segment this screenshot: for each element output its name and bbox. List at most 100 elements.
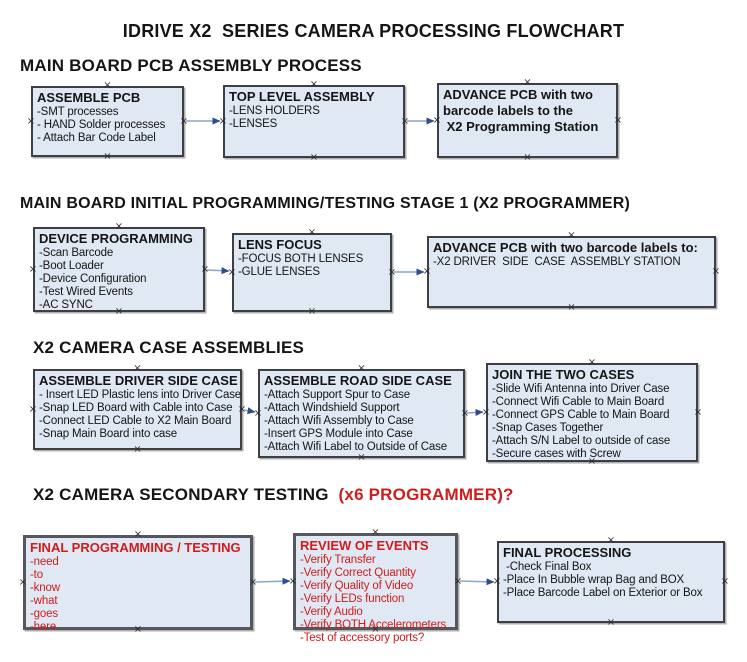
box-item: -Slide Wifi Antenna into Driver Case — [492, 383, 670, 395]
connection-point-icon: × — [248, 576, 258, 588]
box-item: -Attach Wifi Label to Outside of Case — [264, 441, 448, 453]
box-title: ASSEMBLE DRIVER SIDE CASE — [39, 373, 238, 388]
box-item: -X2 DRIVER SIDE CASE ASSEMBLY STATION — [433, 256, 681, 268]
connection-point-icon: × — [309, 79, 319, 90]
box-item: -Verify LEDs function — [300, 593, 405, 605]
box-item: -need — [30, 556, 59, 568]
x2-camera-secondary-testing-heading: X2 CAMERA SECONDARY TESTING (x6 PROGRAMM… — [33, 485, 514, 505]
box-item: -Connect Wifi Cable to Main Board — [492, 396, 665, 408]
box-title: FINAL PROCESSING — [503, 545, 632, 560]
box-item: -Test of accessory ports? — [300, 632, 425, 644]
box-item: -Snap Cases Together — [492, 422, 604, 434]
connection-point-icon: × — [432, 114, 442, 126]
box-title-line: ADVANCE PCB with two — [443, 87, 593, 102]
connection-point-icon: × — [114, 306, 124, 317]
x2-camera-case-assemblies-heading: X2 CAMERA CASE ASSEMBLIES — [33, 338, 304, 358]
box-item: -Verify Quality of Video — [300, 580, 414, 592]
connection-point-icon: × — [307, 306, 317, 317]
connection-point-icon: × — [357, 363, 366, 374]
box-item: -Snap Main Board into case — [39, 428, 178, 440]
box-item: -Verify Correct Quantity — [300, 567, 416, 579]
box-item: -Connect LED Cable to X2 Main Board — [39, 415, 232, 427]
review-of-events-box[interactable]: REVIEW OF EVENTS-Verify Transfer-Verify … — [293, 533, 458, 644]
lens-focus-box[interactable]: LENS FOCUS-FOCUS BOTH LENSES-GLUE LENSES — [232, 233, 392, 312]
final-processing-box[interactable]: FINAL PROCESSING -Check Final Box-Place … — [497, 541, 725, 623]
main-board-pcb-assembly-heading: MAIN BOARD PCB ASSEMBLY PROCESS — [20, 56, 362, 76]
connection-point-icon: × — [606, 535, 616, 546]
box-item: - Insert LED Plastic lens into Driver Ca… — [39, 389, 242, 401]
connection-point-icon: × — [114, 221, 124, 232]
connection-point-icon: × — [453, 575, 463, 587]
box-item: -Device Configuration — [39, 273, 147, 285]
connector-arrow — [206, 267, 230, 275]
connection-point-icon: × — [133, 444, 142, 455]
connection-point-icon: × — [460, 407, 470, 419]
box-item: - HAND Solder processes — [37, 119, 166, 131]
box-item: -Place In Bubble wrap Bag and BOX — [503, 574, 685, 586]
connection-point-icon: × — [523, 77, 532, 88]
box-item: -Connect GPS Cable to Main Board — [492, 409, 670, 421]
box-title: JOIN THE TWO CASES — [492, 367, 635, 382]
box-item: -Verify BOTH Accelerometers — [300, 619, 447, 631]
box-item: -Test Wired Events — [39, 286, 133, 298]
box-title: FINAL PROGRAMMING / TESTING — [30, 540, 241, 555]
connection-point-icon: × — [711, 266, 721, 277]
section-heading-text: (x6 PROGRAMMER)? — [333, 485, 514, 504]
connection-point-icon: × — [587, 357, 597, 368]
connection-point-icon: × — [133, 624, 143, 635]
box-item: -Boot Loader — [39, 260, 104, 272]
box-item: -Attach S/N Label to outside of case — [492, 435, 671, 447]
box-item: -Insert GPS Module into Case — [264, 428, 413, 440]
box-item: -to — [30, 569, 43, 581]
box-item: -Scan Barcode — [39, 247, 114, 259]
assemble-driver-side-case-box[interactable]: ASSEMBLE DRIVER SIDE CASE- Insert LED Pl… — [33, 369, 242, 450]
box-item: - Attach Bar Code Label — [37, 132, 156, 144]
advance-pcb-to-driver-side-case-box[interactable]: ADVANCE PCB with two barcode labels to:-… — [427, 236, 716, 308]
connection-point-icon: × — [606, 617, 616, 628]
final-programming-testing-box[interactable]: FINAL PROGRAMMING / TESTING-need-to-know… — [23, 535, 253, 633]
connection-point-icon: × — [492, 576, 502, 587]
box-item: -Verify Audio — [300, 606, 363, 618]
connection-point-icon: × — [371, 624, 380, 635]
box-item: -GLUE LENSES — [238, 266, 320, 278]
join-the-two-cases-box[interactable]: JOIN THE TWO CASES-Slide Wifi Antenna in… — [486, 363, 698, 462]
box-item: -goes — [30, 608, 59, 620]
box-title: TOP LEVEL ASSEMBLY — [229, 89, 375, 104]
box-title: ASSEMBLE PCB — [37, 90, 141, 105]
assemble-road-side-case-box[interactable]: ASSEMBLE ROAD SIDE CASE-Attach Support S… — [258, 369, 465, 458]
connection-point-icon: × — [387, 266, 397, 278]
box-item: -Attach Wifi Assembly to Case — [264, 415, 414, 427]
box-title: ADVANCE PCB with two barcode labels to: — [433, 240, 698, 255]
connection-point-icon: × — [179, 115, 189, 127]
section-heading-text: MAIN BOARD PCB ASSEMBLY PROCESS — [20, 56, 362, 75]
connection-point-icon: × — [26, 115, 36, 127]
connection-point-icon: × — [227, 266, 237, 278]
connector-arrow — [254, 577, 291, 585]
box-item: -LENSES — [229, 118, 278, 130]
assemble-pcb-box[interactable]: ASSEMBLE PCB-SMT processes- HAND Solder … — [31, 86, 184, 157]
top-level-assembly-box[interactable]: TOP LEVEL ASSEMBLY-LENS HOLDERS-LENSES — [223, 85, 405, 158]
box-item: -Secure cases with Screw — [492, 448, 621, 460]
box-title-line: barcode labels to the — [443, 103, 574, 118]
connection-point-icon: × — [523, 152, 532, 163]
connection-point-icon: × — [481, 406, 491, 418]
box-title-line: X2 Programming Station — [443, 119, 599, 134]
box-item: -Snap LED Board with Cable into Case — [39, 402, 233, 414]
box-title: LENS FOCUS — [238, 237, 322, 252]
connection-point-icon: × — [288, 575, 298, 587]
connection-point-icon: × — [309, 152, 319, 163]
connection-point-icon: × — [133, 363, 142, 374]
connection-point-icon: × — [422, 266, 432, 277]
connector-arrow — [459, 578, 495, 586]
box-item: -Place Barcode Label on Exterior or Box — [503, 587, 703, 599]
connection-point-icon: × — [218, 115, 228, 127]
connection-point-icon: × — [307, 227, 317, 238]
connection-point-icon: × — [400, 115, 410, 127]
device-programming-box[interactable]: DEVICE PROGRAMMING-Scan Barcode-Boot Loa… — [33, 227, 205, 312]
connection-point-icon: × — [567, 230, 576, 241]
box-item: -what — [30, 595, 58, 607]
box-item: -know — [30, 582, 60, 594]
connection-point-icon: × — [18, 576, 28, 588]
